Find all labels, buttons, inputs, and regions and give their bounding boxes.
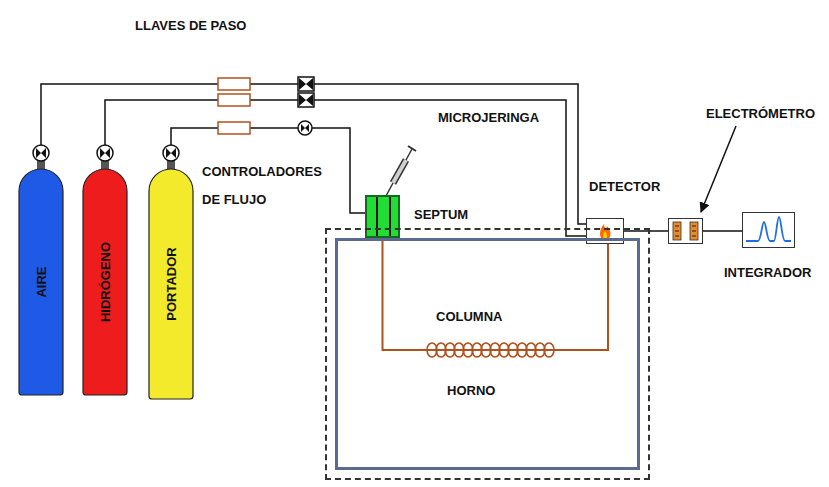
gas-name: AIRE bbox=[34, 266, 49, 297]
microsyringe bbox=[408, 146, 416, 151]
syringe-label: MICROJERINGA bbox=[438, 110, 539, 125]
electrometer-bars bbox=[675, 226, 696, 236]
cylinder-valve bbox=[33, 145, 49, 161]
gas-name: HIDRÓGENO bbox=[98, 242, 113, 322]
flow-controller bbox=[218, 122, 250, 134]
shutoff-valve bbox=[298, 121, 312, 135]
gas-cylinder: HIDRÓGENO bbox=[82, 168, 128, 396]
chromatogram-peaks bbox=[746, 217, 791, 241]
electrometer-bars bbox=[673, 222, 698, 240]
valve-label: LLAVES DE PASO bbox=[135, 18, 246, 33]
edge-label: COLUMNA bbox=[436, 309, 502, 324]
signal-wire bbox=[703, 230, 742, 232]
microsyringe bbox=[393, 160, 406, 183]
leader-arrow bbox=[701, 126, 736, 212]
cylinder-valve bbox=[33, 145, 179, 169]
chromatogram-peaks bbox=[746, 217, 791, 241]
leader-arrow bbox=[701, 126, 736, 212]
gas-cylinder: PORTADOR bbox=[148, 168, 194, 400]
shutoff-valve bbox=[298, 77, 314, 91]
carrier-line bbox=[171, 128, 365, 213]
integrator-box: INTEGRADOR bbox=[742, 212, 795, 248]
part-name: HORNO bbox=[447, 383, 495, 398]
part-name: SEPTUM bbox=[414, 207, 468, 222]
septum-divider bbox=[376, 197, 391, 236]
flow-controller bbox=[218, 78, 250, 90]
microsyringe bbox=[393, 160, 406, 183]
signal-wire bbox=[624, 230, 668, 232]
flow-controller bbox=[218, 94, 250, 106]
microsyringe bbox=[386, 146, 416, 196]
coil-winding bbox=[544, 343, 554, 357]
electrometer-box: ELECTRÓMETRO bbox=[668, 218, 703, 244]
gas-name: PORTADOR bbox=[164, 247, 179, 320]
microsyringe bbox=[406, 149, 412, 160]
column-coil bbox=[427, 343, 554, 357]
controller-label: CONTROLADORES DE FLUJO bbox=[202, 158, 330, 214]
shutoff-valve bbox=[301, 124, 309, 132]
oven-wall bbox=[335, 238, 640, 470]
shutoff-valve bbox=[299, 78, 313, 90]
shutoff-valve bbox=[299, 94, 313, 106]
cylinder-valve bbox=[36, 148, 46, 158]
flow-controller bbox=[218, 78, 250, 134]
cylinder-outline bbox=[83, 169, 127, 395]
septum-box: SEPTUM bbox=[365, 195, 400, 238]
cylinder-valve bbox=[163, 145, 179, 161]
shutoff-valve bbox=[298, 77, 314, 135]
cylinder-valve bbox=[100, 148, 110, 158]
cylinder-valve bbox=[166, 148, 176, 158]
part-name: ELECTRÓMETRO bbox=[706, 106, 815, 121]
column-tube bbox=[383, 238, 609, 350]
cylinder-outline bbox=[149, 169, 193, 399]
cylinder-outline bbox=[19, 169, 63, 395]
gas-cylinder: AIRE bbox=[18, 168, 64, 396]
shutoff-valve bbox=[298, 93, 314, 107]
part-name: INTEGRADOR bbox=[724, 265, 811, 280]
part-name: DETECTOR bbox=[589, 179, 660, 194]
oven-box: HORNO bbox=[325, 228, 650, 480]
cylinder-valve bbox=[97, 145, 113, 161]
